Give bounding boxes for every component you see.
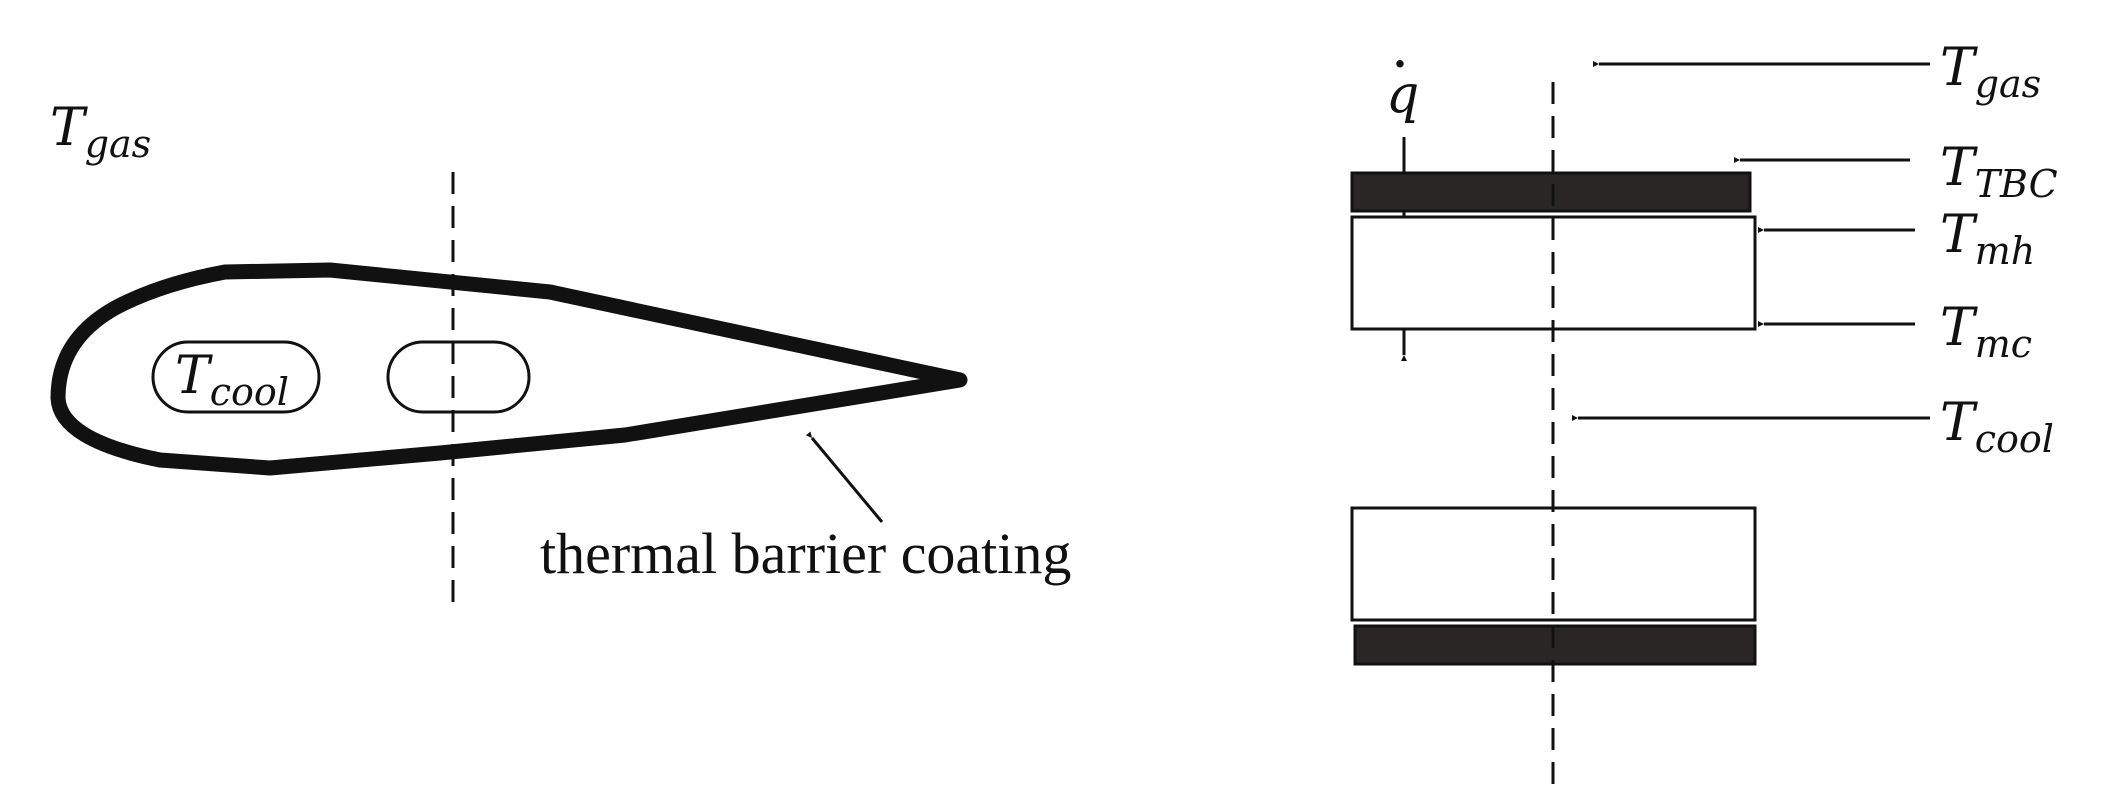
blade-section: Tgas Tcool thermal barrier coating [50,98,1071,610]
gas-temperature-subscript: gas [1975,62,2041,106]
cooling-channel-rear [386,340,531,414]
metal-hot-temperature-label: Tmh [1940,205,2035,273]
gas-temperature-base: T [1940,38,1978,98]
coating-temperature-subscript: TBC [1975,162,2058,206]
coating-pointer-arrow [805,431,884,523]
left-gas-temperature-label: Tgas [50,98,151,166]
upper-coating-layer [1350,171,1752,213]
coating-temperature-base: T [1940,138,1978,198]
left-gas-temperature-base: T [50,98,88,158]
cooling-temperature-base: T [175,346,213,406]
cooling-channel-front [151,340,321,414]
metal-cold-temperature-label: Tmc [1940,298,2032,366]
cooling-temperature-subscript: cool [210,370,289,414]
metal-cold-temperature-base: T [1940,298,1978,358]
metal-hot-temperature-base: T [1940,205,1978,265]
metal-cold-temperature-subscript: mc [1975,322,2032,366]
left-gas-temperature-subscript: gas [85,122,151,166]
heat-flux-dot: · [1393,41,1407,88]
heat-flux-label: q [1386,65,1419,125]
coating-caption: thermal barrier coating [540,521,1071,586]
gas-temperature-label: Tgas [1940,38,2041,106]
cooling-temperature-right-subscript: cool [1975,417,2054,461]
layer-model: q · Tgas TTBC Tmh Tmc [1350,38,2058,785]
metal-hot-temperature-subscript: mh [1975,229,2036,273]
cooling-temperature-label: Tcool [175,346,289,414]
lower-coating-layer [1353,624,1757,666]
cooling-temperature-right-label: Tcool [1940,393,2054,461]
airfoil-coating-outline [50,262,968,476]
coating-temperature-label: TTBC [1940,138,2058,206]
cooling-temperature-right-base: T [1940,393,1978,453]
